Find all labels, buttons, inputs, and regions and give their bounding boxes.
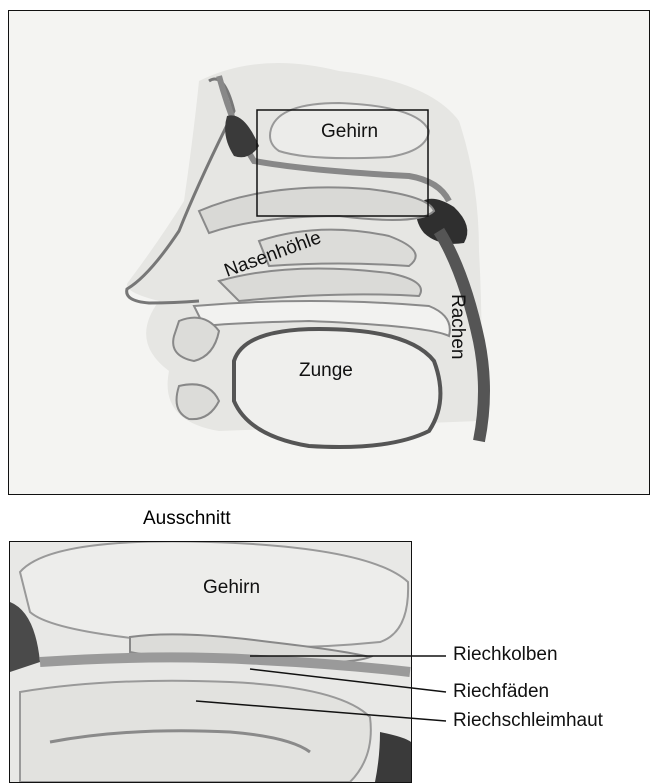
head-section-illustration: Gehirn Nasenhöhle Rachen Zunge — [9, 11, 649, 494]
anatomy-figure: Gehirn Nasenhöhle Rachen Zunge — [8, 10, 650, 495]
detail-figure: Gehirn — [9, 541, 412, 783]
detail-caption: Ausschnitt — [143, 508, 231, 530]
tongue-shape — [234, 329, 440, 447]
callout-label-fibres: Riechfäden — [453, 681, 549, 702]
label-brain: Gehirn — [321, 121, 378, 142]
label-pharynx: Rachen — [447, 294, 468, 360]
label-tongue: Zunge — [299, 360, 353, 381]
detail-bone-right — [375, 732, 411, 782]
detail-label-brain: Gehirn — [203, 577, 260, 598]
detail-illustration: Gehirn — [10, 542, 411, 782]
callout-label-bulb: Riechkolben — [453, 644, 558, 665]
callout-label-mucosa: Riechschleimhaut — [453, 710, 604, 731]
